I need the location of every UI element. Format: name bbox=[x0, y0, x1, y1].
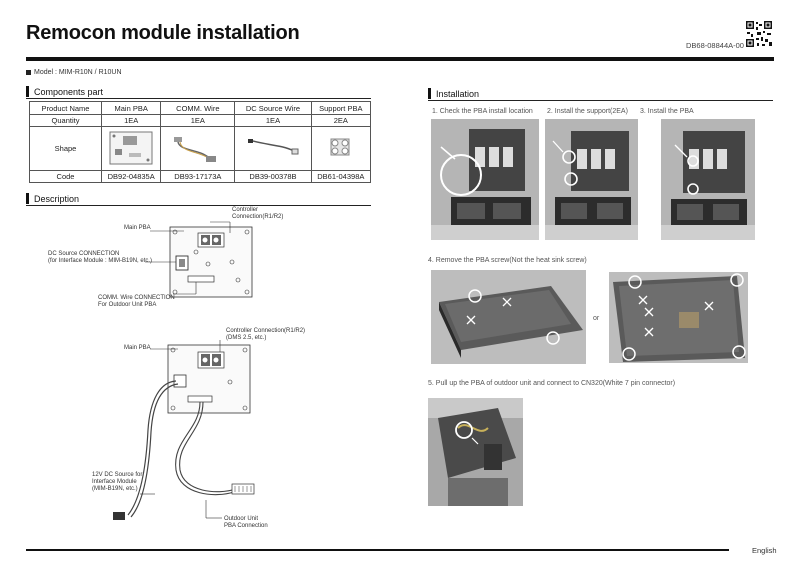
support-pba-image bbox=[310, 126, 372, 171]
main-pba-bottom-diagram bbox=[113, 340, 255, 520]
main-pba-image bbox=[100, 126, 162, 171]
installation-heading: Installation bbox=[428, 88, 773, 101]
language-label: English bbox=[752, 546, 777, 555]
controller-connection-label: Controller Connection(R1/R2) (DMS 2.5, e… bbox=[226, 328, 306, 341]
table-cell: DB39-00378B bbox=[234, 170, 312, 183]
step-5-photo bbox=[428, 398, 523, 506]
table-row: Shape bbox=[29, 126, 372, 171]
section-bar bbox=[428, 88, 431, 99]
document-number: DB68-08844A-00 bbox=[686, 41, 744, 50]
table-row: Code DB92-04835A DB93-17173A DB39-00378B… bbox=[29, 170, 372, 183]
step-2-text: 2. Install the support(2EA) bbox=[547, 108, 628, 115]
step-2-photo bbox=[545, 119, 638, 240]
model-line: Model : MIM-R10N / R10UN bbox=[26, 69, 122, 76]
description-diagram bbox=[113, 221, 255, 520]
step-4-photo-left bbox=[431, 270, 586, 364]
main-pba-label: Main PBA bbox=[124, 225, 151, 231]
model-text: Model : MIM-R10N / R10UN bbox=[34, 69, 122, 76]
components-heading: Components part bbox=[26, 86, 371, 99]
dc-source-12v-label: 12V DC Source for Interface Module (MIM-… bbox=[92, 472, 143, 492]
table-label-cell: Code bbox=[29, 170, 102, 183]
section-bar bbox=[26, 193, 29, 204]
table-label-cell: Shape bbox=[29, 126, 102, 171]
outdoor-unit-connection-label: Outdoor Unit PBA Connection bbox=[224, 516, 268, 529]
bullet-square-icon bbox=[26, 70, 31, 75]
step-4-text: 4. Remove the PBA screw(Not the heat sin… bbox=[428, 257, 587, 264]
components-table: Product Name Main PBA COMM. Wire DC Sour… bbox=[29, 101, 372, 183]
controller-connection-label: Controller Connection(R1/R2) bbox=[232, 207, 284, 220]
table-cell: DB61-04398A bbox=[310, 170, 372, 183]
step-3-photo bbox=[661, 119, 755, 240]
footer-rule bbox=[26, 549, 729, 551]
step-4-photo-right bbox=[609, 272, 748, 363]
dc-source-wire-image bbox=[234, 126, 312, 171]
step-3-text: 3. Install the PBA bbox=[640, 108, 694, 115]
description-heading: Description bbox=[26, 193, 371, 206]
header-rule bbox=[26, 57, 774, 61]
dc-source-connection-label: DC Source CONNECTION (for Interface Modu… bbox=[48, 251, 153, 264]
step-5-text: 5. Pull up the PBA of outdoor unit and c… bbox=[428, 380, 676, 387]
comm-wire-connection-label: COMM. Wire CONNECTION For Outdoor Unit P… bbox=[98, 295, 175, 308]
main-pba-top-diagram bbox=[145, 221, 253, 298]
qr-code-icon bbox=[745, 20, 773, 48]
or-text: or bbox=[593, 315, 600, 322]
step-1-photo bbox=[431, 119, 539, 240]
section-bar bbox=[26, 86, 29, 97]
page-title: Remocon module installation bbox=[26, 22, 300, 44]
step-1-text: 1. Check the PBA install location bbox=[432, 108, 533, 115]
table-cell: DB92-04835A bbox=[100, 170, 162, 183]
main-pba-label: Main PBA bbox=[124, 345, 151, 351]
